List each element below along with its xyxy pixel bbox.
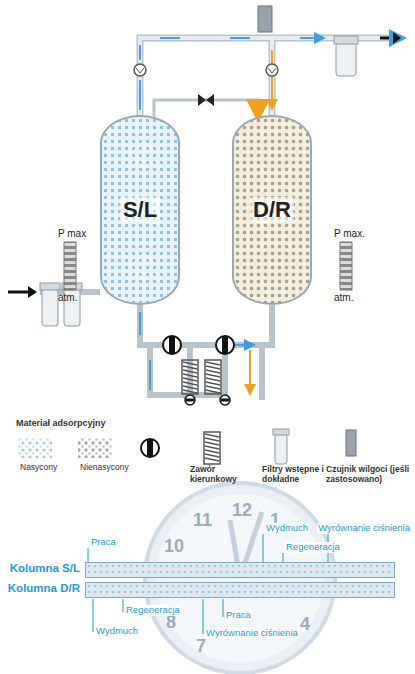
gauge-label: atm. [58, 292, 77, 304]
clock-number: 4 [300, 614, 310, 635]
legend-text: Nienasycony [80, 463, 150, 473]
phase-label: Wydmuch [265, 523, 309, 534]
clock-number: 11 [193, 510, 212, 531]
cycle-bar: Kolumna S/L [85, 562, 395, 578]
phase-label: Praca [90, 537, 117, 548]
legend-text: Nasycony [20, 463, 90, 473]
clock-number: 10 [164, 536, 184, 557]
legend-text: Filtry wstępne i dokładne [262, 465, 324, 485]
column-label: D/R [250, 197, 294, 223]
adsorber-column: S/L [100, 115, 180, 305]
phase-label: Regeneracja [285, 542, 341, 553]
row-label: Kolumna S/L [10, 562, 80, 574]
legend-text: Zawór kierunkowy [190, 465, 250, 485]
adsorber-column: D/R [232, 115, 312, 305]
clock-number: 7 [196, 636, 206, 657]
column-label: S/L [120, 197, 160, 223]
gauge-label: atm. [334, 292, 353, 304]
phase-label: Wyrównanie ciśnienia [205, 628, 299, 639]
phase-label: Wyrównanie ciśnienia [317, 523, 411, 534]
row-label: Kolumna D/R [8, 582, 80, 594]
clock-number: 12 [232, 500, 252, 521]
phase-label: Praca [225, 610, 252, 621]
phase-label: Regeneracja [125, 605, 181, 616]
orifice-symbol [198, 94, 214, 106]
phase-label: Wydmuch [95, 626, 139, 637]
legend-text: Czujnik wilgoci (jeśli zastosowano) [326, 465, 410, 485]
gauge-label: P max. [334, 228, 365, 240]
legend-heading: Materiał adsorpcyjny [16, 418, 106, 428]
cycle-bar: Kolumna D/R [85, 582, 395, 598]
purge-line [154, 100, 258, 117]
gauge-label: P max [58, 228, 86, 240]
